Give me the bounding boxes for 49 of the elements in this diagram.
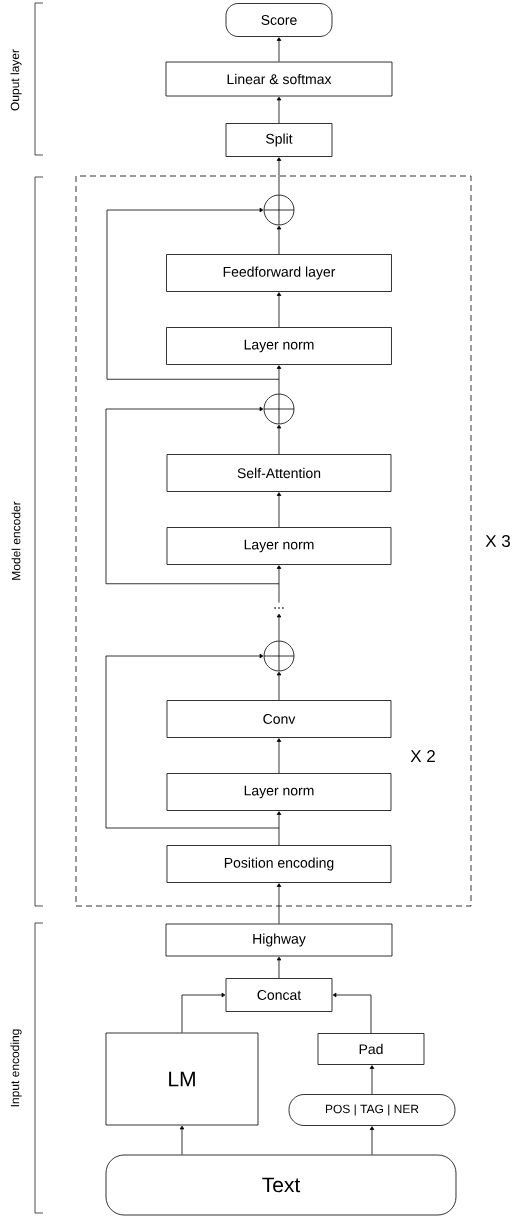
arrow [369, 1065, 375, 1095]
process-box: Self-Attention [166, 454, 392, 492]
process-box: Conv [166, 700, 392, 738]
bracket-label: Input encoding [10, 1029, 22, 1107]
process-box: Linear & softmax [165, 61, 393, 97]
process-box: Feedforward layer [166, 254, 392, 292]
arrow [276, 292, 282, 328]
process-box: Concat [225, 978, 333, 1012]
arrow [276, 96, 282, 124]
process-box: Position encoding [166, 845, 392, 883]
sum-circle [263, 393, 295, 425]
arrow [276, 883, 282, 924]
arrow [276, 225, 282, 255]
process-box: Split [225, 123, 333, 157]
sum-circle [263, 640, 295, 672]
arrow [179, 1125, 185, 1155]
repeat-label: X 3 [485, 535, 510, 548]
arrow [106, 207, 280, 380]
arrow [332, 992, 372, 1034]
arrow [276, 424, 282, 455]
ellipsis-text: ... [274, 607, 284, 609]
arrow [276, 956, 282, 979]
process-box: LM [105, 1032, 259, 1126]
input-box: POS | TAG | NER [288, 1094, 456, 1126]
sum-circle [263, 194, 295, 226]
arrow [276, 492, 282, 528]
bracket-label: Model encoder [11, 501, 21, 580]
arrow [369, 1126, 375, 1155]
arrow [276, 157, 282, 195]
process-box: Layer norm [166, 327, 392, 365]
process-box: Highway [165, 923, 393, 957]
output-box: Score [225, 3, 333, 37]
arrow [276, 671, 282, 701]
arrow [181, 992, 226, 1033]
arrow [276, 365, 282, 394]
process-box: Layer norm [166, 527, 392, 565]
arrow [105, 653, 280, 829]
arrow [276, 37, 282, 62]
process-box: Pad [317, 1033, 425, 1065]
arrow [276, 738, 282, 774]
arrow [276, 811, 282, 846]
bracket-label: Ouput layer [10, 49, 22, 111]
repeat-label: X 2 [410, 750, 435, 762]
dashed-frame [75, 175, 472, 907]
process-box: Layer norm [166, 773, 392, 811]
arrow [105, 406, 280, 585]
arrow [276, 565, 282, 603]
arrow [276, 613, 282, 641]
input-box: Text [105, 1154, 457, 1216]
